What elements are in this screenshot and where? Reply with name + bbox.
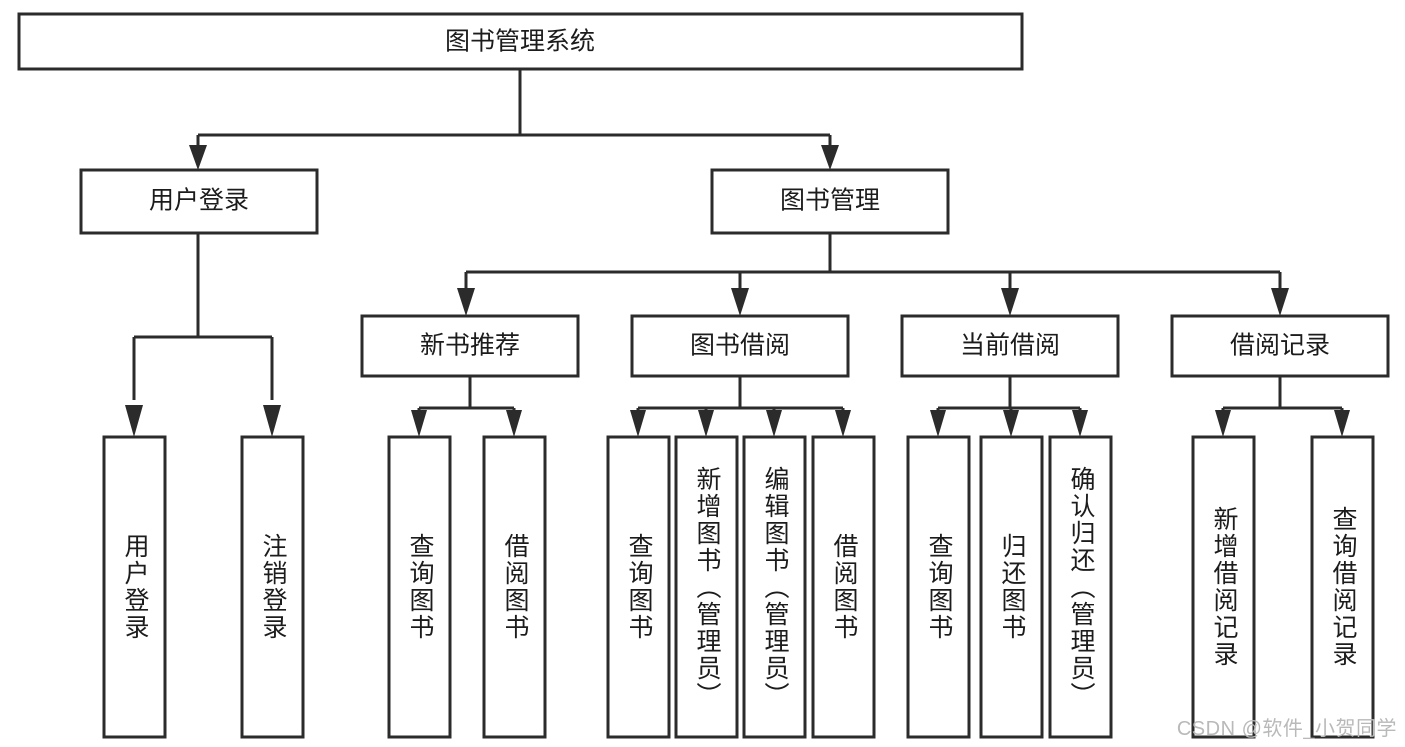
arrow-head-leaf-user-login [125, 405, 143, 437]
node-book-management-label: 图书管理 [780, 187, 880, 215]
arrow-head-leaf-borrow-book-1 [506, 410, 522, 437]
arrow-head-leaf-borrow-book-2 [835, 410, 851, 437]
leaf-box-borrow-book-borrow[interactable] [811, 435, 876, 739]
leaf-box-add-borrow-record[interactable] [1191, 435, 1256, 739]
arrow-head-borrow-record [1271, 288, 1289, 316]
leaf-box-query-book-new[interactable] [387, 435, 452, 739]
node-root-box[interactable] [17, 12, 1024, 71]
leaf-box-edit-book-admin[interactable] [742, 435, 807, 739]
leaf-box-logout[interactable] [240, 435, 305, 739]
leaf-box-user-login[interactable] [102, 435, 167, 739]
node-new-book-recommend-label: 新书推荐 [420, 332, 520, 360]
node-root-label: 图书管理系统 [445, 28, 595, 56]
arrow-head-leaf-add-record [1215, 410, 1231, 437]
leaf-box-borrow-book-new[interactable] [482, 435, 547, 739]
arrow-head-leaf-add-book [698, 410, 714, 437]
arrow-head-book-mgmt [821, 145, 839, 170]
arrow-head-user-login [189, 145, 207, 170]
node-current-borrow-label: 当前借阅 [960, 332, 1060, 360]
arrow-head-leaf-logout [263, 405, 281, 437]
arrow-head-leaf-confirm-return [1072, 410, 1088, 437]
node-book-borrow-box[interactable] [630, 314, 850, 378]
leaf-box-query-borrow-record[interactable] [1310, 435, 1375, 739]
leaf-box-query-book-current[interactable] [906, 435, 971, 739]
arrow-head-leaf-query-book-2 [630, 410, 646, 437]
leaf-box-query-book-borrow[interactable] [606, 435, 671, 739]
arrow-head-book-borrow [731, 288, 749, 316]
node-book-management-box[interactable] [710, 168, 950, 235]
node-new-book-recommend-box[interactable] [360, 314, 580, 378]
arrow-head-leaf-edit-book [766, 410, 782, 437]
node-user-login-label: 用户登录 [149, 187, 249, 215]
arrow-head-new-book [457, 288, 475, 316]
node-borrow-record-box[interactable] [1170, 314, 1390, 378]
node-current-borrow-box[interactable] [900, 314, 1120, 378]
arrow-head-leaf-query-record [1334, 410, 1350, 437]
arrow-head-current-borrow [1001, 288, 1019, 316]
csdn-watermark: CSDN @软件_小贺同学 [1176, 718, 1397, 740]
leaf-box-add-book-admin[interactable] [674, 435, 739, 739]
arrow-head-leaf-query-book-1 [411, 410, 427, 437]
leaf-box-confirm-return-admin[interactable] [1048, 435, 1113, 739]
node-book-borrow-label: 图书借阅 [690, 332, 790, 360]
leaf-box-return-book[interactable] [979, 435, 1044, 739]
node-borrow-record-label: 借阅记录 [1230, 332, 1330, 360]
arrow-head-leaf-return-book [1003, 410, 1019, 437]
arrow-head-leaf-query-book-3 [930, 410, 946, 437]
node-user-login-box[interactable] [79, 168, 319, 235]
